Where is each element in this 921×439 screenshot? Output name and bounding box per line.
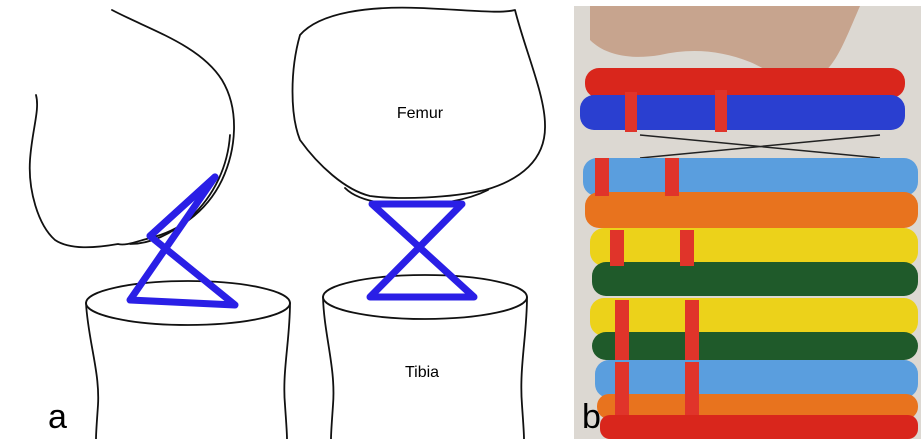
block-yellow-1 bbox=[590, 228, 918, 266]
block-green-1 bbox=[592, 262, 918, 296]
block-lightblue-2 bbox=[595, 360, 918, 398]
panel-b-label: b bbox=[582, 398, 601, 436]
panel-a-label: a bbox=[48, 398, 67, 436]
panel-b-photo bbox=[574, 6, 921, 439]
femur-label: Femur bbox=[397, 105, 444, 122]
block-bottom-red bbox=[600, 415, 918, 439]
tibia-label: Tibia bbox=[405, 364, 439, 381]
block-orange-1 bbox=[585, 192, 918, 228]
block-yellow-2 bbox=[590, 298, 918, 336]
block-green-2 bbox=[592, 332, 918, 360]
block-lightblue-1 bbox=[583, 158, 918, 196]
